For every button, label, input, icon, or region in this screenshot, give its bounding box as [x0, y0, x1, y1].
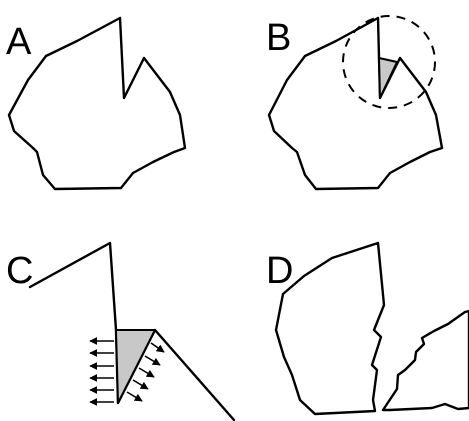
rock-fragment-left — [274, 241, 386, 416]
fracture-wedge-c — [115, 329, 156, 404]
rock-outline-b — [267, 16, 444, 191]
zoom-circle — [342, 15, 436, 109]
panel-d: D — [266, 241, 469, 416]
panel-label-d: D — [266, 250, 293, 292]
panel-b: B — [266, 15, 444, 191]
panel-label-b: B — [266, 17, 291, 59]
pressure-arrow-right — [138, 367, 155, 378]
pressure-arrow-right — [132, 379, 149, 390]
pressure-arrow-right — [144, 355, 161, 366]
fracture-wedge-b — [378, 57, 398, 99]
panel-c: C — [6, 241, 236, 421]
panel-a: A — [6, 16, 187, 191]
pressure-arrow-right — [126, 391, 143, 402]
panel-label-c: C — [6, 250, 33, 292]
panel-label-a: A — [6, 21, 32, 63]
rock-outline-a — [7, 16, 187, 191]
rock-fragment-right — [381, 309, 469, 412]
pressure-arrow-right — [150, 342, 165, 353]
